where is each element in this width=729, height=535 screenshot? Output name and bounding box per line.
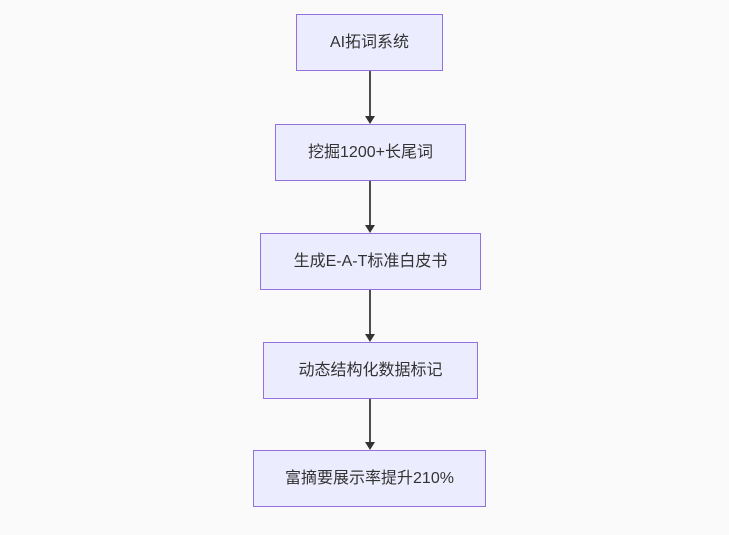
flow-node-label: 富摘要展示率提升210% [285, 469, 454, 487]
arrow-down-icon [365, 225, 375, 233]
flow-node-ai-expansion: AI拓词系统 [296, 14, 443, 71]
arrow-line [369, 71, 371, 117]
flow-node-longtail-keywords: 挖掘1200+长尾词 [275, 124, 466, 181]
flow-arrow-1 [365, 71, 375, 124]
arrow-down-icon [365, 442, 375, 450]
arrow-line [369, 290, 371, 335]
arrow-down-icon [365, 116, 375, 124]
arrow-line [369, 181, 371, 226]
flow-node-rich-snippet-result: 富摘要展示率提升210% [253, 450, 486, 507]
flow-node-label: 动态结构化数据标记 [298, 361, 443, 379]
arrow-line [369, 399, 371, 443]
flow-node-label: 挖掘1200+长尾词 [308, 143, 433, 161]
flow-arrow-3 [365, 290, 375, 342]
flow-arrow-4 [365, 399, 375, 450]
flow-node-label: AI拓词系统 [329, 33, 410, 51]
flow-node-eat-whitepaper: 生成E-A-T标准白皮书 [260, 233, 481, 290]
flow-node-structured-data: 动态结构化数据标记 [263, 342, 478, 399]
flow-node-label: 生成E-A-T标准白皮书 [293, 252, 448, 270]
flow-arrow-2 [365, 181, 375, 233]
arrow-down-icon [365, 334, 375, 342]
